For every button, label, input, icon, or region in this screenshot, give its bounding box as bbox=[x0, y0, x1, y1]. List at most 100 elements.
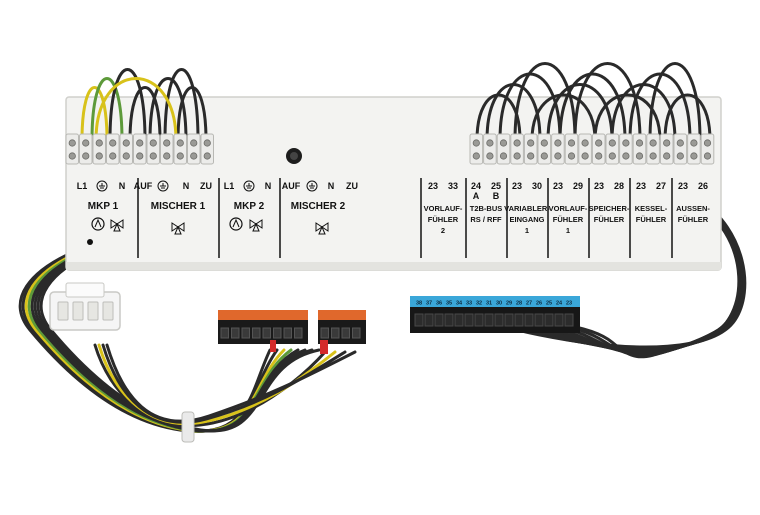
terminal-screw bbox=[472, 152, 480, 160]
connector-pin bbox=[474, 313, 484, 327]
wire-loop bbox=[176, 86, 208, 141]
wire-loop bbox=[513, 62, 577, 141]
sensor-group-label: 1 bbox=[525, 226, 529, 235]
connector-pin bbox=[554, 313, 564, 327]
connector-pin bbox=[464, 313, 474, 327]
terminal-screw bbox=[635, 152, 644, 160]
blue-connector-number: 32 bbox=[476, 301, 482, 307]
connector-pin bbox=[273, 327, 282, 339]
connector-pin bbox=[564, 313, 574, 327]
terminal-screw bbox=[527, 139, 535, 147]
connector-pin bbox=[434, 313, 444, 327]
connector-pin bbox=[444, 313, 454, 327]
terminal-screw bbox=[203, 139, 211, 147]
blue-connector-number: 23 bbox=[566, 301, 572, 307]
sensor-group-label: FÜHLER bbox=[636, 215, 667, 224]
connector-pin bbox=[283, 327, 292, 339]
terminal-label: AUF bbox=[134, 181, 153, 191]
terminal-screw bbox=[581, 139, 589, 147]
connector-pin bbox=[352, 327, 361, 339]
terminal-screw bbox=[122, 152, 130, 160]
terminal-screw bbox=[690, 152, 698, 160]
blue-connector-number: 36 bbox=[436, 301, 442, 307]
terminal-screw bbox=[527, 152, 535, 160]
sensor-group-label: 1 bbox=[566, 226, 570, 235]
connector-pin bbox=[544, 313, 554, 327]
pump-icon bbox=[232, 218, 240, 228]
mixer-valve-icon bbox=[315, 222, 329, 235]
ground-icon bbox=[96, 180, 108, 192]
pump-icon bbox=[91, 217, 105, 231]
ground-icon bbox=[243, 180, 255, 192]
connector-pin bbox=[454, 313, 464, 327]
connector-pin bbox=[220, 327, 229, 339]
ground-icon bbox=[157, 180, 169, 192]
plug-pin-slot bbox=[87, 301, 99, 321]
wire-loop bbox=[663, 93, 712, 141]
terminal-screw bbox=[149, 152, 157, 160]
terminal-screw bbox=[554, 152, 562, 160]
terminal-number: 30 bbox=[532, 181, 542, 191]
sensor-group-label: KESSEL- bbox=[635, 204, 668, 213]
terminal-screw bbox=[499, 152, 508, 160]
terminal-number: 24 bbox=[471, 181, 481, 191]
pump-icon bbox=[94, 218, 102, 228]
blue-connector-number: 30 bbox=[496, 301, 502, 307]
plug-pin-slot bbox=[57, 301, 69, 321]
screw-terminal-strips bbox=[65, 133, 715, 165]
blue-connector-number: 24 bbox=[556, 301, 563, 307]
wire-loop bbox=[530, 93, 597, 141]
terminal-screw bbox=[190, 139, 198, 147]
terminal-screw bbox=[676, 139, 684, 147]
bus-line-label: B bbox=[493, 191, 500, 201]
sensor-group-label: FÜHLER bbox=[594, 215, 625, 224]
terminal-number: 23 bbox=[636, 181, 646, 191]
wire-loop bbox=[80, 86, 109, 141]
terminal-screw bbox=[68, 139, 76, 147]
connector-pin bbox=[524, 313, 534, 327]
plug-pin-slot bbox=[102, 301, 114, 321]
terminal-screw bbox=[109, 139, 117, 147]
red-latch bbox=[270, 340, 276, 352]
orange-connector-b bbox=[318, 310, 366, 320]
terminal-screw bbox=[703, 152, 712, 160]
terminal-number: 23 bbox=[594, 181, 604, 191]
terminal-screw bbox=[676, 152, 684, 160]
sensor-group-label: FÜHLER bbox=[553, 215, 584, 224]
terminal-screw bbox=[622, 139, 630, 147]
sensor-group-label: SPEICHER- bbox=[589, 204, 630, 213]
symbol-icons bbox=[87, 180, 329, 245]
connector-pin bbox=[514, 313, 524, 327]
connector-pin bbox=[320, 327, 329, 339]
terminal-screw bbox=[136, 152, 144, 160]
connector-pin bbox=[252, 327, 261, 339]
terminal-screw bbox=[663, 152, 671, 160]
terminal-screw bbox=[109, 152, 117, 160]
terminal-number: 26 bbox=[698, 181, 708, 191]
terminal-screw bbox=[608, 139, 616, 147]
sensor-group-label: 2 bbox=[441, 226, 445, 235]
terminal-label: ZU bbox=[200, 181, 212, 191]
connector-pin bbox=[534, 313, 544, 327]
terminal-screw bbox=[608, 152, 616, 160]
terminal-label: N bbox=[183, 181, 190, 191]
connector-pin bbox=[414, 313, 424, 327]
terminal-screw bbox=[567, 152, 576, 160]
wire-loop bbox=[573, 62, 642, 141]
group-dividers bbox=[137, 178, 673, 258]
terminal-number: 23 bbox=[678, 181, 688, 191]
terminal-screw bbox=[540, 139, 548, 147]
blue-connector-number: 28 bbox=[516, 301, 522, 307]
orange-connector-a bbox=[218, 310, 308, 320]
terminal-screw bbox=[68, 152, 76, 160]
terminal-screw bbox=[163, 139, 171, 147]
connector-pin bbox=[484, 313, 494, 327]
sensor-group-label: FÜHLER bbox=[428, 215, 459, 224]
terminal-screw bbox=[540, 152, 548, 160]
terminal-label: N bbox=[328, 181, 335, 191]
terminal-screw bbox=[513, 139, 521, 147]
ground-icon bbox=[306, 180, 318, 192]
terminal-screw bbox=[635, 139, 644, 147]
connector-pin bbox=[294, 327, 303, 339]
